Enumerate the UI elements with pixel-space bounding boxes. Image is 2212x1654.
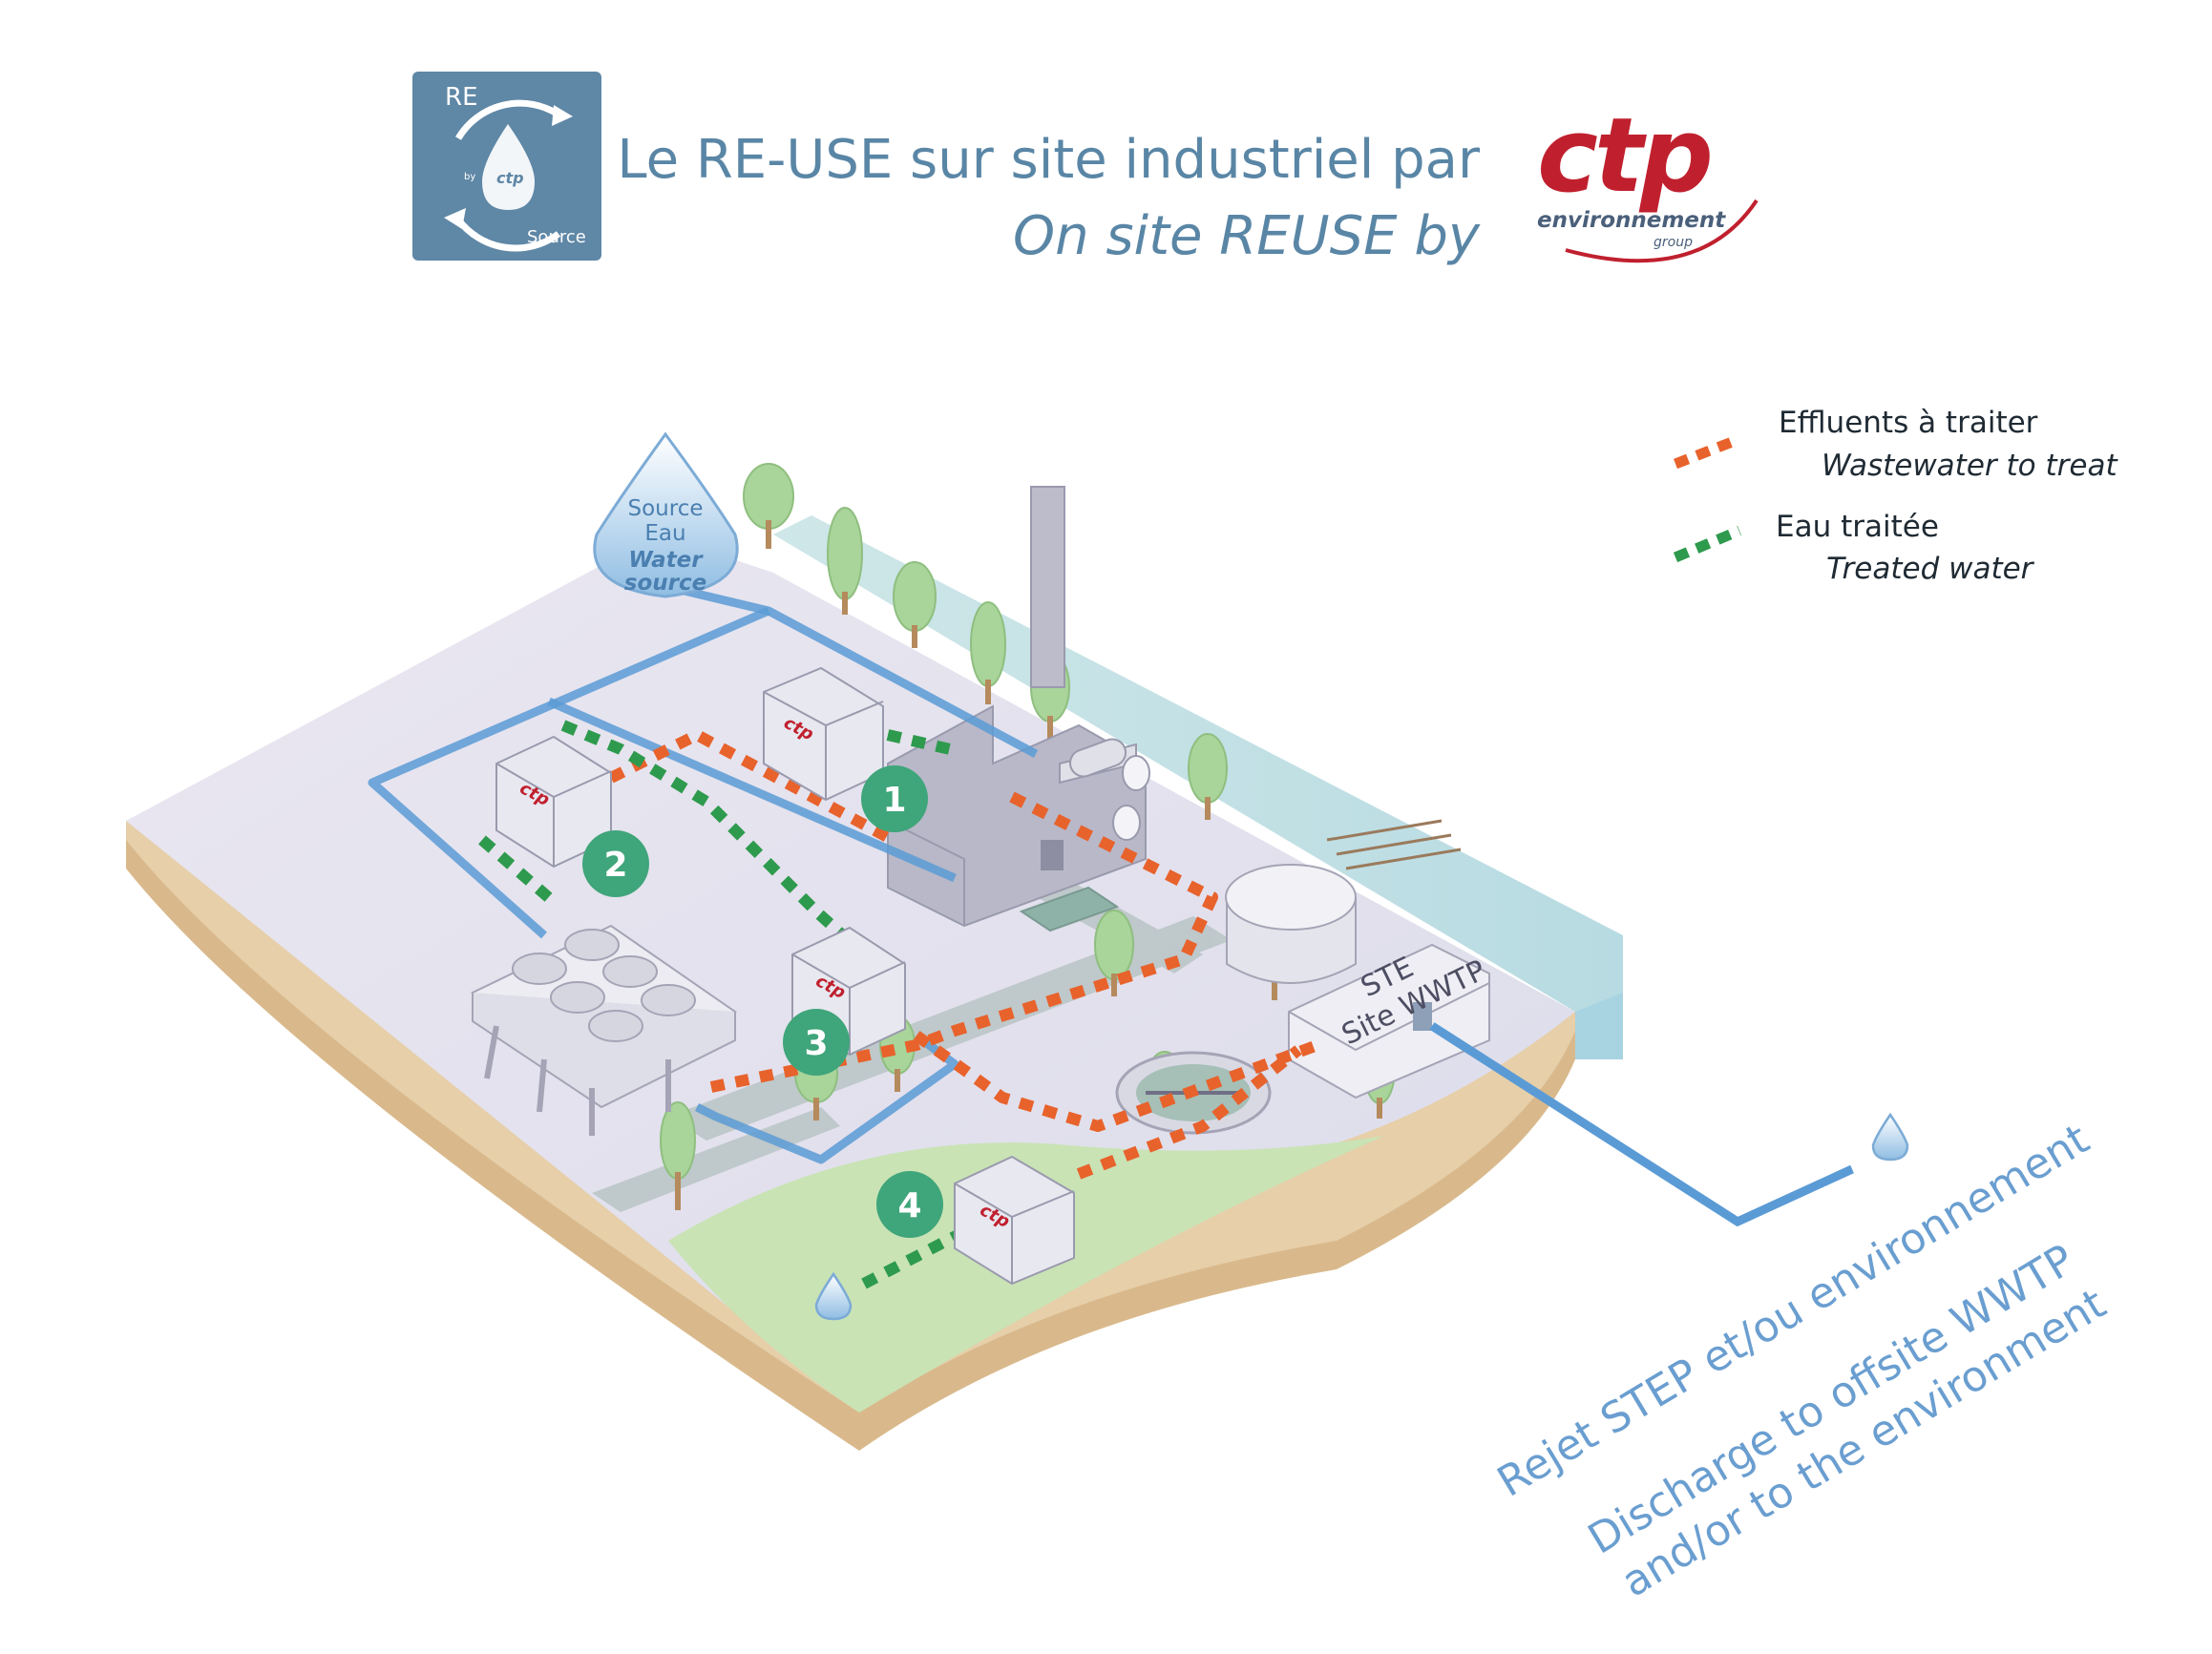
svg-text:environnement: environnement xyxy=(1537,208,1726,233)
power-line xyxy=(1326,819,1462,870)
legend-wastewater-en: Wastewater to treat xyxy=(1822,449,2117,483)
svg-text:4: 4 xyxy=(897,1186,921,1225)
reverse-osmosis-tubes xyxy=(1059,738,1150,841)
discharge-pipe xyxy=(1429,1022,1854,1227)
re-source-logo: RE by ctp Source xyxy=(412,72,601,261)
ctp-environnement-logo: ctp environnement group xyxy=(1537,96,1759,263)
container-unit-4 xyxy=(954,1155,1075,1286)
legend-wastewater-fr: Effluents à traiter xyxy=(1779,406,2038,440)
svg-text:2: 2 xyxy=(603,846,627,885)
badge-4: 4 xyxy=(876,1171,943,1238)
orange-dashed-pipe-icon xyxy=(1674,433,1741,470)
svg-text:by: by xyxy=(464,172,475,182)
cooling-tower xyxy=(470,924,737,1136)
water-source-drop: Source Eau Water source xyxy=(593,431,739,598)
title-english: On site REUSE by xyxy=(1012,205,1480,267)
legend-treated-en: Treated water xyxy=(1826,552,2033,586)
water-drop-icons xyxy=(814,1112,1909,1321)
badge-1: 1 xyxy=(861,765,928,832)
wwtp-building xyxy=(1288,943,1490,1099)
title-french: Le RE-USE sur site industriel par xyxy=(617,129,1480,191)
svg-text:ctp: ctp xyxy=(1537,96,1711,216)
green-dashed-pipe-icon xyxy=(1673,525,1742,563)
discharge-drop-icon xyxy=(1871,1112,1909,1162)
svg-text:source: source xyxy=(624,571,706,596)
svg-text:group: group xyxy=(1654,235,1693,250)
field-drop-icon xyxy=(814,1271,853,1321)
legend-icons xyxy=(1673,433,1742,563)
badge-3: 3 xyxy=(783,1009,850,1076)
svg-text:ctp: ctp xyxy=(496,169,524,187)
legend-treated-fr: Eau traitée xyxy=(1776,510,1939,544)
svg-text:1: 1 xyxy=(882,781,906,820)
svg-text:Source: Source xyxy=(628,496,704,521)
badge-2: 2 xyxy=(582,830,649,897)
storage-tank xyxy=(1225,864,1357,984)
unit-badges: 1 2 3 4 xyxy=(582,765,943,1238)
svg-text:Eau: Eau xyxy=(644,521,685,546)
svg-text:Water: Water xyxy=(628,548,704,573)
svg-text:3: 3 xyxy=(804,1024,828,1063)
svg-text:RE: RE xyxy=(445,83,478,112)
svg-text:Source: Source xyxy=(527,227,586,247)
